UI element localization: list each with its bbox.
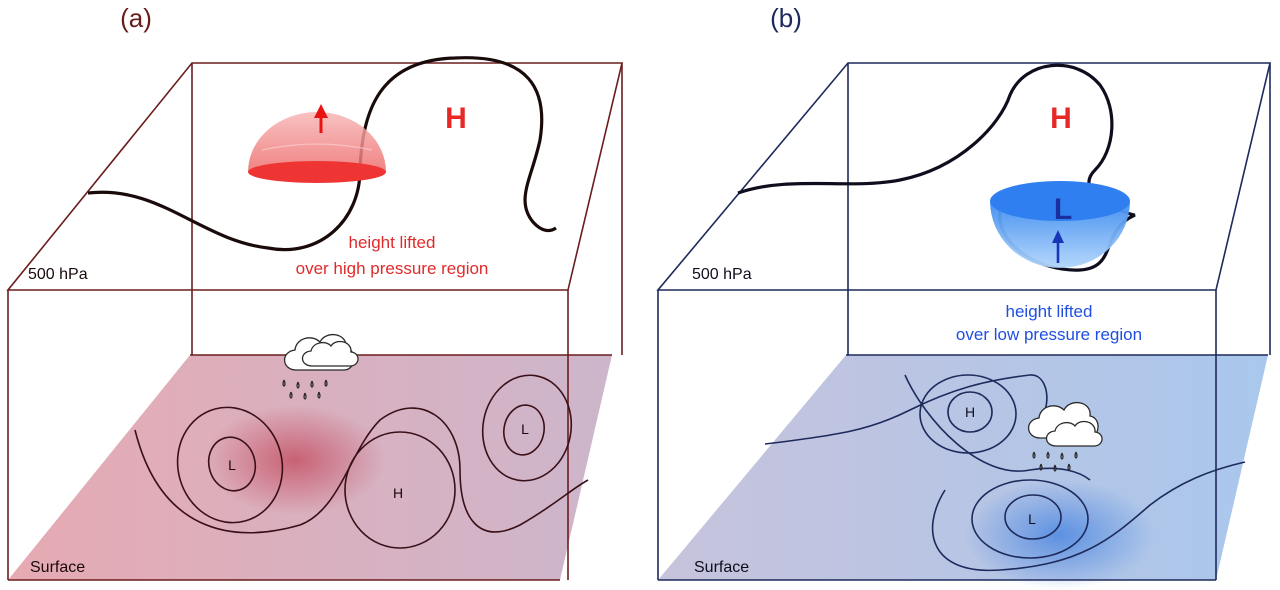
panel-b-box-frame [656,62,1272,581]
panel-b: (b) H L height lifted over low pressure … [656,3,1272,590]
rain-cloud-icon [282,334,359,400]
panel-b-upper-low-label: L [1054,193,1072,226]
panel-a-level-label: 500 hPa [28,266,88,283]
panel-b-surface-label: Surface [694,559,749,576]
panel-a-upper-high-label: H [445,102,467,135]
panel-a-surface-label: Surface [30,559,85,576]
up-arrow-icon [314,104,328,133]
panel-b-note-line1: height lifted [1006,302,1093,321]
panel-a-surface-high: H [393,485,403,501]
panel-a: (a) H height lifted over high pres [6,3,624,581]
panel-b-surface-high: H [965,404,975,420]
panel-a-surface-low-left: L [228,457,236,473]
panel-b-upper-high-label: H [1050,102,1072,135]
panel-b-low-shading [965,480,1155,590]
panel-b-note-line2: over low pressure region [956,325,1142,344]
rain-cloud-icon [1027,402,1103,472]
panel-b-level-label: 500 hPa [692,266,752,283]
panel-b-tag: (b) [770,3,802,33]
panel-a-surface-low-right: L [521,421,529,437]
panel-a-box-frame [6,62,624,581]
panel-b-surface-low: L [1028,511,1036,527]
panel-a-note-line1: height lifted [349,233,436,252]
panel-a-low-shading [205,405,385,515]
up-arrow-icon [1052,230,1064,263]
panel-a-tag: (a) [120,3,152,33]
panel-a-500hpa-contour [87,56,557,252]
panel-a-surface-isobars [134,374,589,549]
panel-a-height-dome [248,112,386,183]
panel-b-surface-isobars [764,374,1246,572]
panel-a-note-line2: over high pressure region [296,259,489,278]
